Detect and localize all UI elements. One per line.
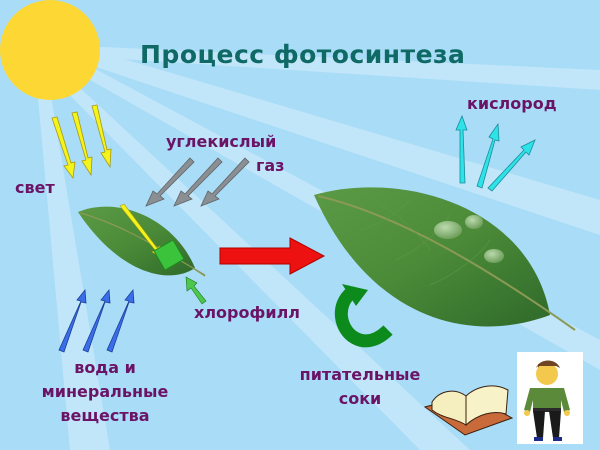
process-arrow-icon (219, 237, 326, 275)
water-drop (434, 221, 462, 239)
water-drop (465, 215, 483, 229)
label-co2-line1: углекислый (166, 132, 277, 151)
book-icon (423, 385, 514, 436)
oxygen-arrows (455, 114, 536, 192)
label-water-line3: вещества (60, 406, 150, 425)
page-title: Процесс фотосинтеза (140, 40, 466, 69)
chlorophyll-square (153, 239, 185, 271)
sun-icon (0, 0, 100, 100)
label-water-line1: вода и (74, 358, 136, 377)
label-light: свет (15, 178, 55, 197)
water-arrows (58, 288, 135, 353)
big-leaf-icon (314, 187, 576, 331)
light-arrows (51, 104, 112, 180)
label-chlorophyll: хлорофилл (194, 303, 300, 322)
co2-arrows (145, 157, 250, 207)
small-leaf-icon (78, 206, 206, 277)
label-sap-line1: питательные (299, 365, 421, 384)
student-illustration (517, 352, 583, 444)
label-co2-line2: газ (256, 156, 285, 175)
cycle-arrow-icon (335, 284, 393, 348)
label-oxygen: кислород (467, 94, 557, 113)
label-water-line2: минеральные (41, 382, 169, 401)
chlorophyll-pointer-arrow (185, 276, 207, 305)
water-drop (484, 249, 504, 263)
label-sap-line2: соки (338, 389, 382, 408)
